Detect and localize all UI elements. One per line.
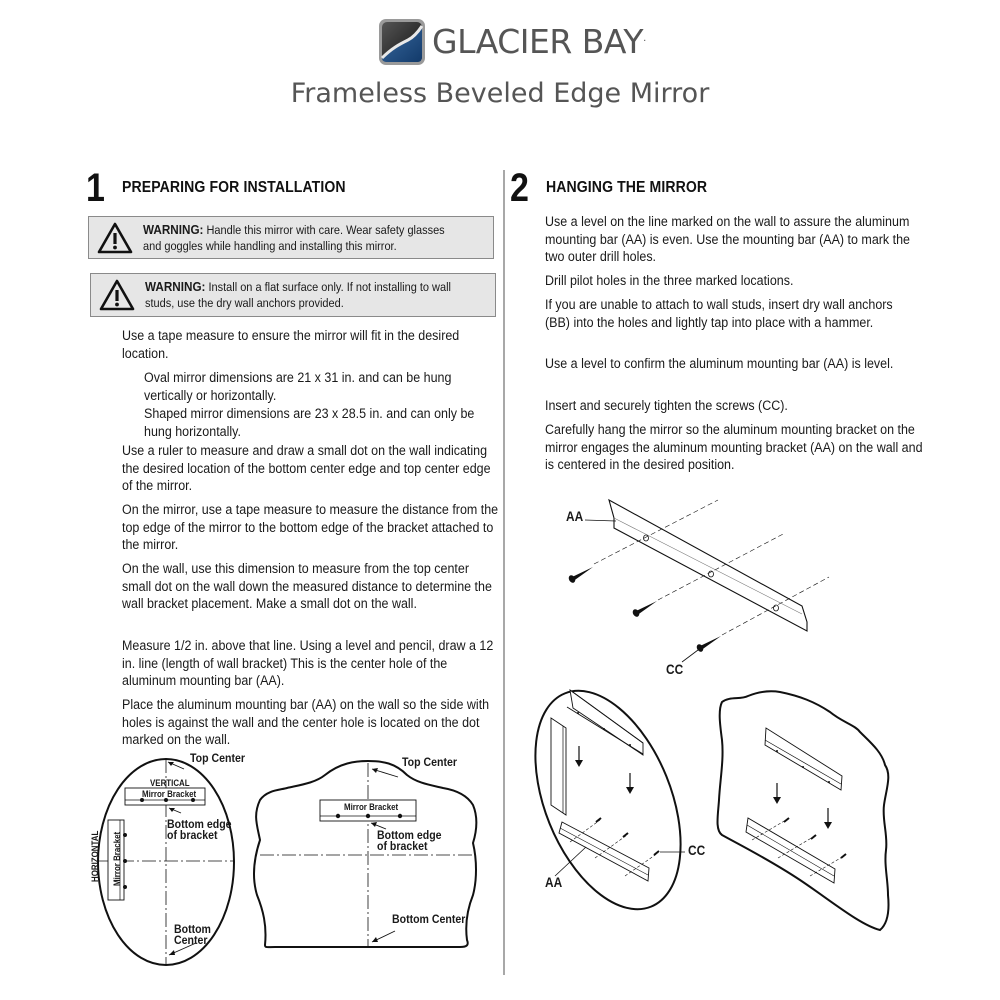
shaped-hanging-diagram (716, 690, 890, 932)
instruction-hang-mirror: Carefully hang the mirror so the aluminu… (545, 422, 923, 473)
screw-icon (696, 636, 721, 652)
screw-icon (568, 567, 593, 583)
instruction-confirm-level: Use a level to confirm the aluminum moun… (545, 356, 894, 372)
oval-top-center-label: Top Center (190, 751, 245, 765)
oval-center-label: Center (174, 933, 208, 947)
oval-horizontal-label: HORIZONTAL (90, 830, 100, 882)
section-2-title: HANGING THE MIRROR (546, 179, 708, 196)
screw-icon (632, 601, 657, 617)
bar-cc-label: CC (666, 662, 684, 677)
column-divider (503, 170, 505, 975)
hang-cc-label: CC (688, 843, 706, 858)
section-1-number: 1 (86, 166, 105, 210)
shaped-top-center-label: Top Center (402, 755, 457, 769)
instruction-place-bar: Place the aluminum mounting bar (AA) on … (122, 697, 490, 748)
shaped-of-bracket-label: of bracket (377, 839, 428, 853)
oval-mirror-bracket-label: Mirror Bracket (142, 789, 197, 799)
warning-icon (97, 222, 133, 253)
oval-hanging-diagram (534, 688, 685, 911)
oval-bottom-label: Bottom (174, 922, 211, 936)
warning-text-2: WARNING: Install on a flat surface only.… (145, 279, 451, 310)
oval-of-bracket-label: of bracket (167, 828, 218, 842)
warning-text-1: WARNING: Handle this mirror with care. W… (143, 221, 445, 253)
warning-icon (99, 279, 135, 311)
shaped-mirror-bracket-label: Mirror Bracket (344, 802, 399, 812)
glacier-bay-logo-icon (379, 19, 425, 65)
brand-name: GLACIER BAY. (432, 22, 646, 61)
oval-vertical-label: VERTICAL (150, 778, 190, 788)
oval-mirror-diagram (97, 758, 235, 966)
warning-box-2: WARNING: Install on a flat surface only.… (90, 273, 496, 317)
oval-bottom-edge-label: Bottom edge (167, 817, 232, 831)
mounting-bar-diagram (568, 498, 830, 663)
instruction-measure-wall: On the wall, use this dimension to measu… (122, 561, 492, 612)
oval-horizontal-bracket-label: Mirror Bracket (112, 831, 122, 886)
instruction-level-line: Use a level on the line marked on the wa… (545, 214, 911, 265)
instruction-drill-holes: Drill pilot holes in the three marked lo… (545, 273, 794, 289)
instruction-ruler: Use a ruler to measure and draw a small … (122, 443, 491, 494)
instruction-shaped-dimensions: Shaped mirror dimensions are 23 x 28.5 i… (144, 406, 475, 440)
warning-box-1: WARNING: Handle this mirror with care. W… (88, 216, 494, 259)
shaped-bottom-edge-label: Bottom edge (377, 828, 442, 842)
section-1-title: PREPARING FOR INSTALLATION (122, 179, 346, 196)
instruction-half-inch: Measure 1/2 in. above that line. Using a… (122, 638, 494, 689)
section-2-number: 2 (510, 166, 529, 210)
instruction-tape-measure: Use a tape measure to ensure the mirror … (122, 328, 460, 362)
shaped-mirror-diagram (252, 759, 478, 949)
document-title: Frameless Beveled Edge Mirror (290, 78, 710, 109)
instruction-oval-dimensions: Oval mirror dimensions are 21 x 31 in. a… (144, 370, 452, 404)
shaped-bottom-center-label: Bottom Center (392, 912, 466, 926)
instruction-anchors: If you are unable to attach to wall stud… (545, 297, 893, 331)
instruction-screws: Insert and securely tighten the screws (… (545, 398, 788, 414)
instruction-measure-mirror: On the mirror, use a tape measure to mea… (122, 502, 499, 553)
bar-aa-label: AA (566, 509, 584, 524)
hang-aa-label: AA (545, 875, 563, 890)
